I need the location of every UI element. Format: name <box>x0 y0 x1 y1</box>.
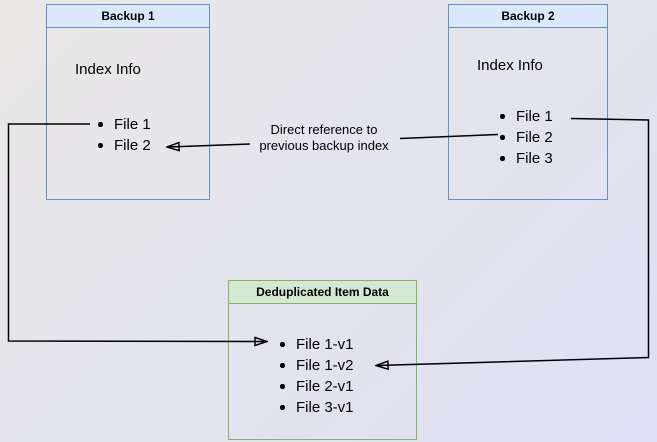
backup2-file-3: File 3 <box>499 148 553 169</box>
dedup-item-file2-v1: File 2-v1 <box>279 376 354 397</box>
dedup-item-file1-v2: File 1-v2 <box>279 355 354 376</box>
direct-reference-edge-label: Direct reference to previous backup inde… <box>250 122 398 154</box>
backup2-index-info-label: Index Info <box>477 57 543 74</box>
backup1-title: Backup 1 <box>47 5 209 28</box>
backup2-title: Backup 2 <box>449 5 607 28</box>
dedup-item-list: File 1-v1 File 1-v2 File 2-v1 File 3-v1 <box>279 334 354 418</box>
backup1-file-2: File 2 <box>97 135 151 156</box>
backup2-file-list: File 1 File 2 File 3 <box>499 106 553 169</box>
backup2-file-1: File 1 <box>499 106 553 127</box>
dedup-item-file3-v1: File 3-v1 <box>279 397 354 418</box>
dedup-item-file1-v1: File 1-v1 <box>279 334 354 355</box>
backup1-file-list: File 1 File 2 <box>97 114 151 156</box>
edge-label-line1: Direct reference to <box>270 122 378 137</box>
backup1-box: Backup 1 Index Info File 1 File 2 <box>46 4 210 200</box>
dedup-box: Deduplicated Item Data File 1-v1 File 1-… <box>228 280 417 440</box>
backup2-box: Backup 2 Index Info File 1 File 2 File 3 <box>448 4 608 200</box>
backup1-index-info-label: Index Info <box>75 61 141 78</box>
dedup-title: Deduplicated Item Data <box>229 281 416 304</box>
edge-label-line2: previous backup index <box>259 138 389 153</box>
backup2-file-2: File 2 <box>499 127 553 148</box>
backup1-file-1: File 1 <box>97 114 151 135</box>
